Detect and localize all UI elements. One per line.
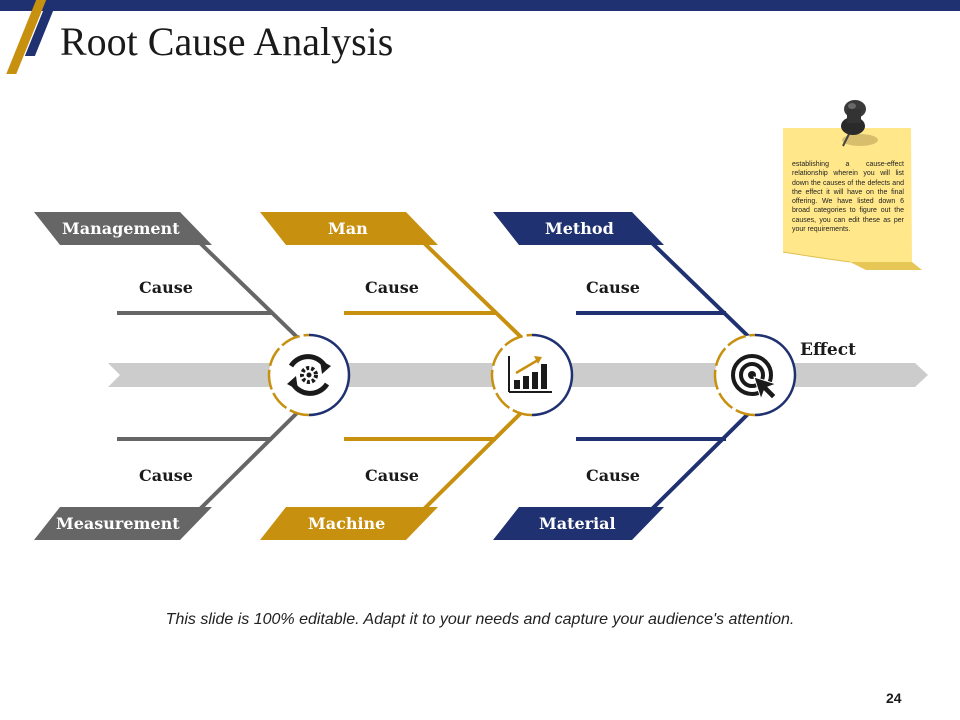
bone-method: [650, 241, 752, 340]
cause-label: Cause: [139, 466, 193, 485]
category-management: Management: [62, 219, 180, 238]
category-method: Method: [545, 219, 614, 238]
top-accent-bar: [0, 0, 960, 11]
bone-machine: [422, 410, 524, 511]
bone-material: [650, 410, 752, 511]
category-man: Man: [328, 219, 368, 238]
cause-label: Cause: [365, 278, 419, 297]
target-icon: [731, 354, 778, 401]
bone-management: [198, 241, 300, 340]
category-machine: Machine: [308, 514, 386, 533]
category-material: Material: [539, 514, 616, 533]
pushpin-icon: [841, 100, 878, 147]
gear-cycle-icon: [287, 354, 331, 396]
cause-label: Cause: [586, 466, 640, 485]
banner-man: [260, 212, 438, 245]
banner-method: [493, 212, 664, 245]
sticky-note: [782, 128, 922, 270]
page-number: 24: [886, 690, 902, 706]
footer-caption: This slide is 100% editable. Adapt it to…: [165, 611, 795, 628]
sticky-note-text: establishing a cause-effect relationship…: [792, 161, 904, 234]
cause-label: Cause: [586, 278, 640, 297]
banner-management: [34, 212, 212, 245]
category-measurement: Measurement: [56, 514, 180, 533]
banner-material: [493, 507, 664, 540]
bone-measurement: [198, 410, 300, 511]
banner-measurement: [34, 507, 212, 540]
bone-man: [422, 241, 524, 340]
page-title: Root Cause Analysis: [60, 19, 394, 64]
banner-machine: [260, 507, 438, 540]
growth-chart-icon: [508, 356, 552, 393]
cause-label: Cause: [365, 466, 419, 485]
effect-label: Effect: [800, 340, 856, 360]
cause-label: Cause: [139, 278, 193, 297]
